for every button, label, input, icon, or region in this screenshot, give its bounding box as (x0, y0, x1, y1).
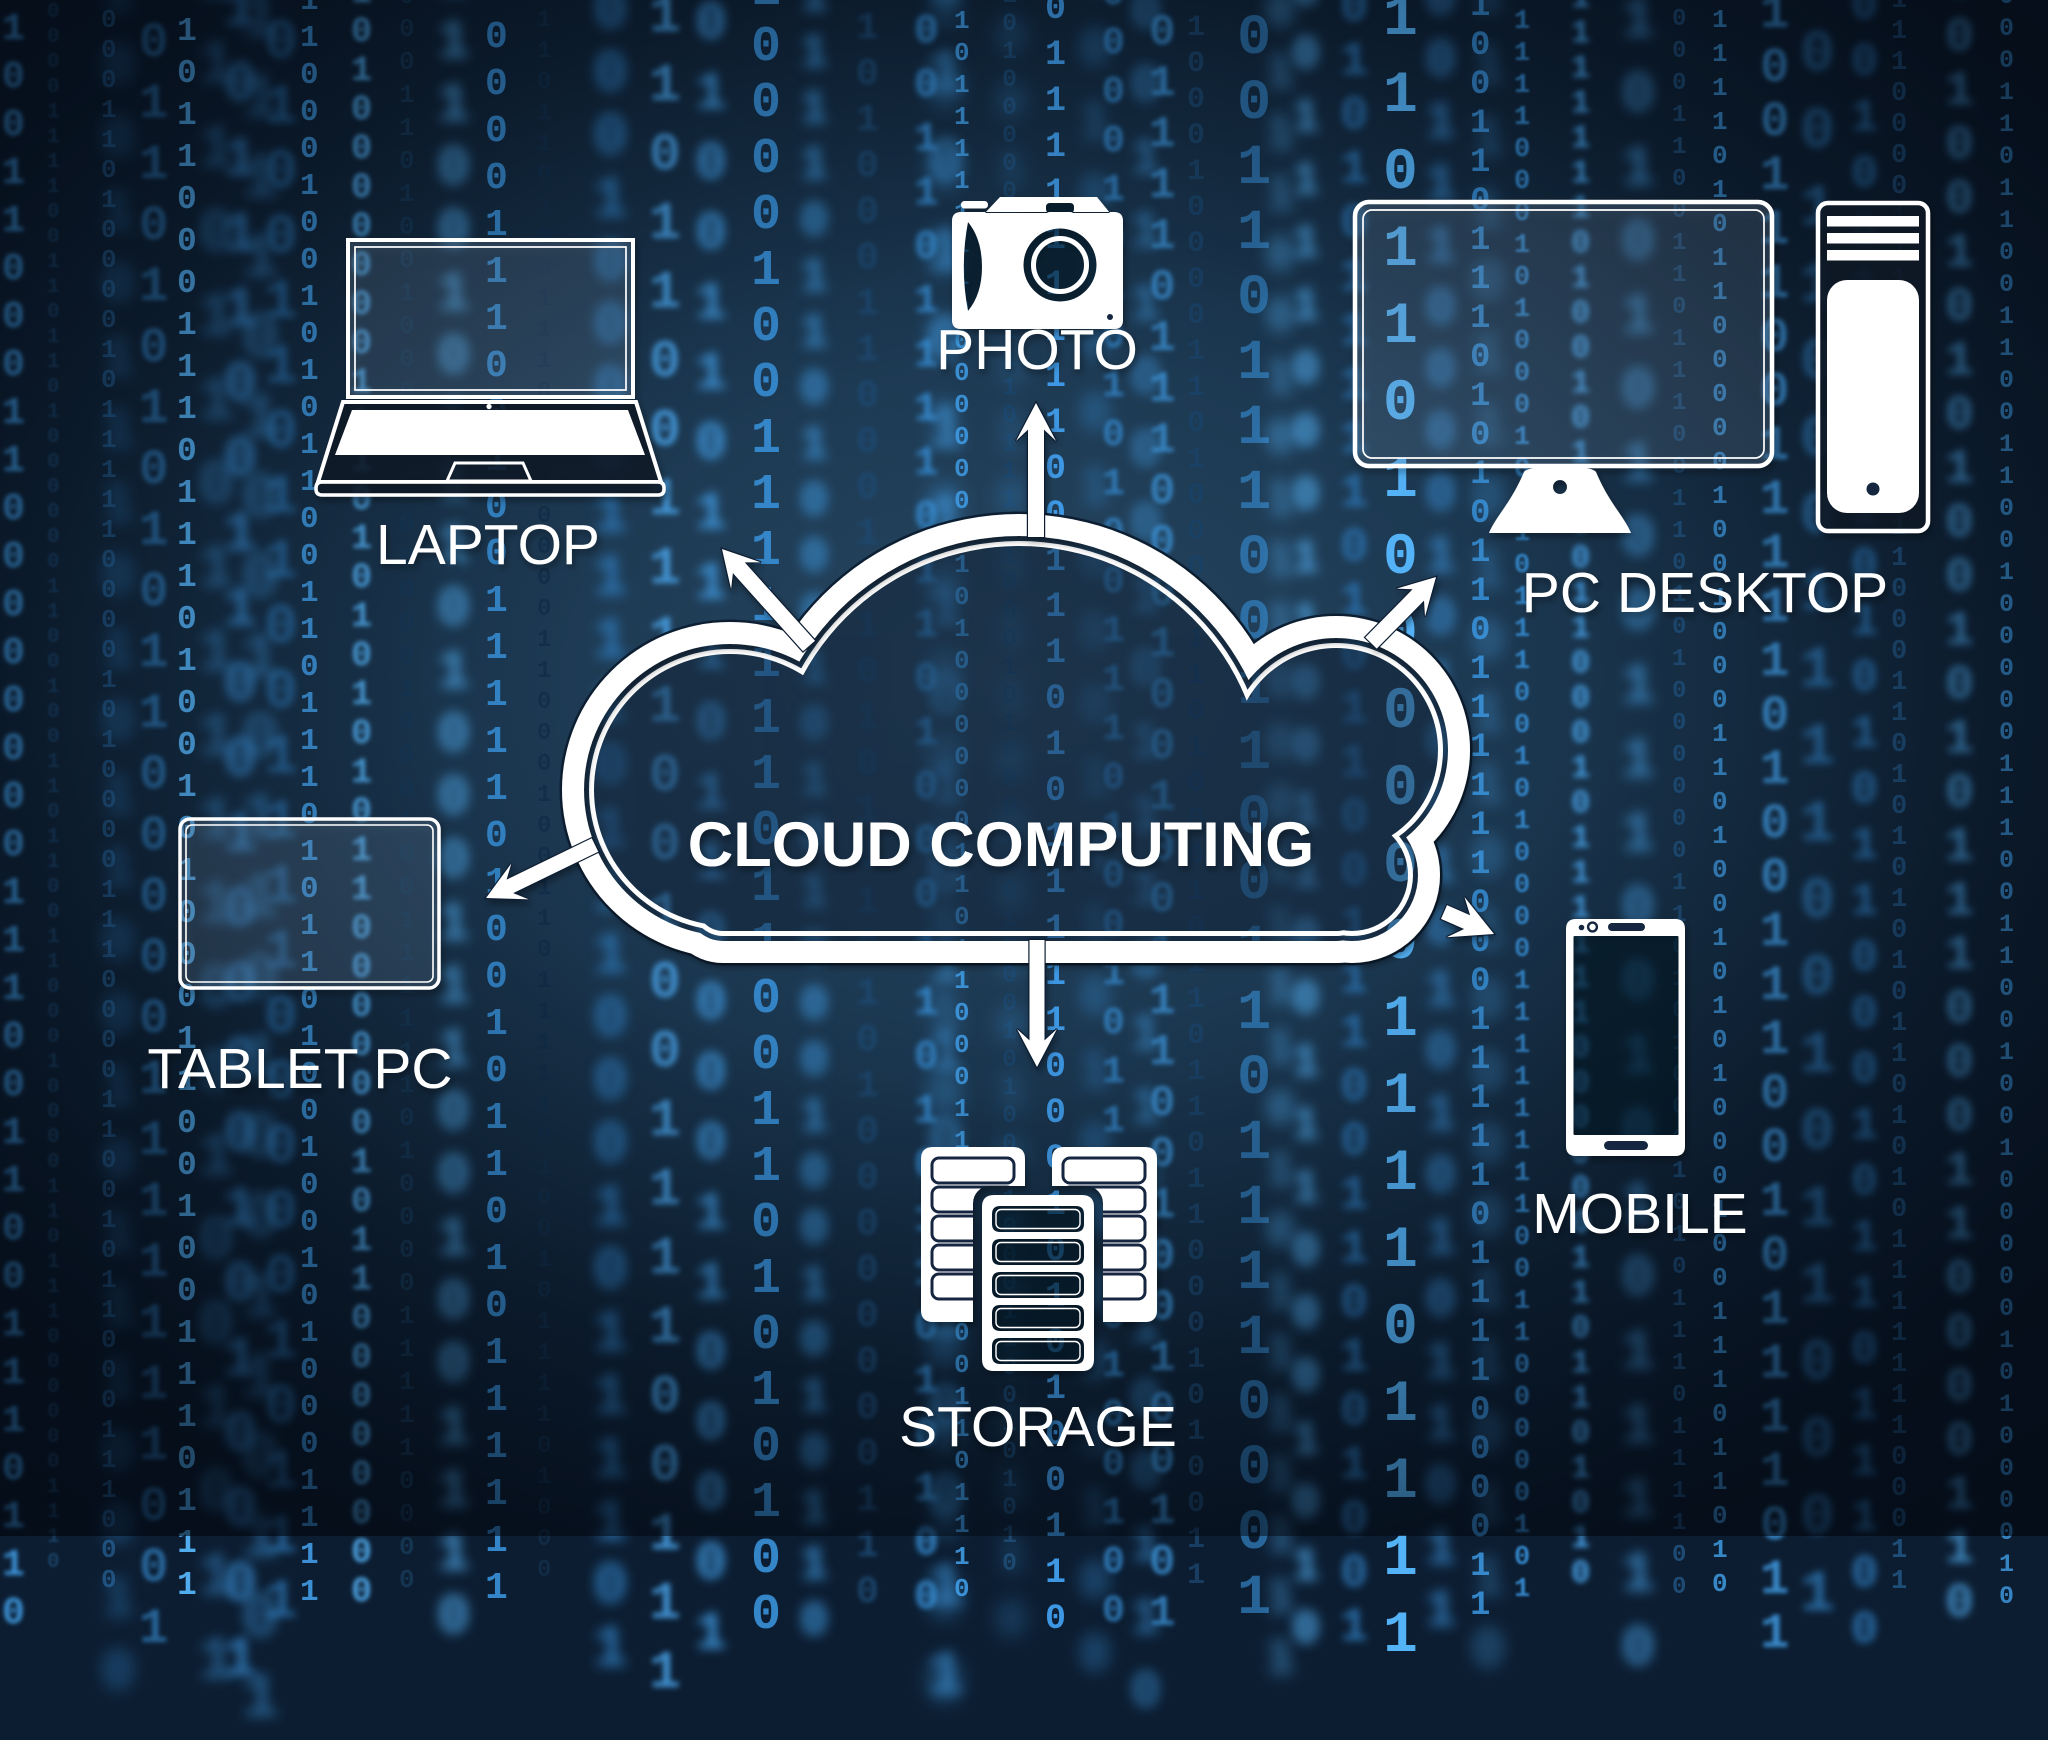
svg-text:MOBILE: MOBILE (1532, 1182, 1747, 1246)
svg-text:PC DESKTOP: PC DESKTOP (1522, 561, 1888, 625)
svg-text:STORAGE: STORAGE (899, 1395, 1177, 1459)
svg-text:PHOTO: PHOTO (936, 318, 1138, 382)
svg-text:LAPTOP: LAPTOP (376, 513, 600, 577)
svg-text:CLOUD COMPUTING: CLOUD COMPUTING (688, 810, 1314, 880)
svg-text:TABLET PC: TABLET PC (147, 1037, 452, 1101)
